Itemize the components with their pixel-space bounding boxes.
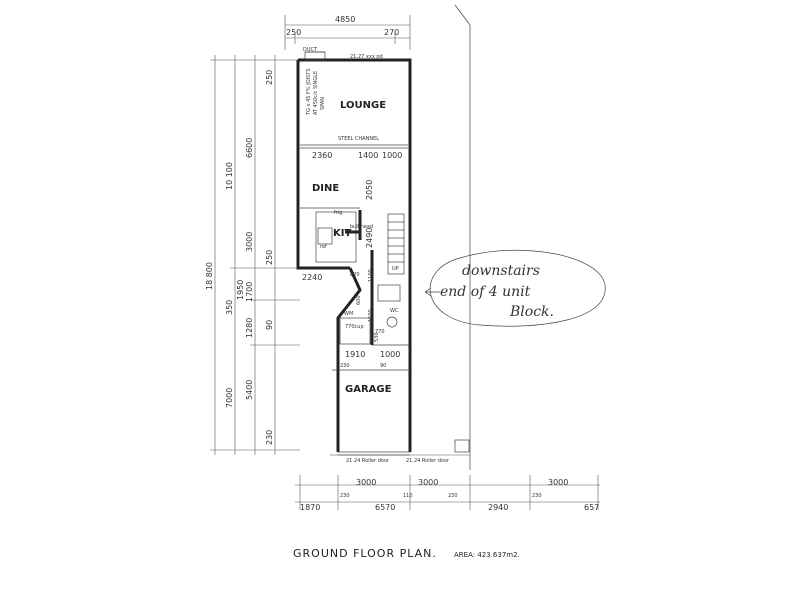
dim-top-left: 250: [286, 28, 301, 37]
label-duct: DUCT: [303, 47, 318, 53]
label-cup: 770cup: [345, 324, 364, 330]
building-walls: [296, 51, 470, 456]
label-roller-left: 21.24 Roller door: [346, 458, 390, 464]
room-wc: WC: [390, 308, 399, 314]
dim-2050: 2050: [365, 180, 374, 200]
dim-2360: 2360: [312, 151, 332, 160]
dim-1100: 1100: [368, 269, 374, 282]
dim-bottom-110: 110: [403, 493, 413, 499]
dim-250-mid: 250: [265, 250, 274, 265]
room-kit: KIT: [333, 228, 351, 239]
left-dimension-group: 18 800 10 100 350 7000 6600 3000 1950 17…: [205, 55, 300, 455]
arrow-icon: [424, 287, 440, 297]
dim-1500: 1500: [368, 309, 374, 322]
dim-6600: 6600: [245, 138, 254, 158]
dim-3000: 3000: [245, 232, 254, 252]
dim-overall-width: 4850: [335, 15, 355, 24]
label-joists-2: AT 450c/c SINGLE: [313, 71, 319, 115]
label-joists: TG x 45 F% JOISTS: [306, 68, 312, 116]
label-up: UP: [392, 266, 399, 272]
note-line-2: end of 4 unit: [440, 284, 531, 300]
label-ref: ref: [320, 244, 327, 250]
dim-1000b: 1000: [380, 350, 400, 359]
dim-7000: 7000: [225, 388, 234, 408]
dim-total-length: 18 800: [205, 262, 214, 290]
note-line-3: Block.: [509, 304, 554, 320]
note-line-1: downstairs: [462, 263, 540, 279]
dim-250-top: 250: [265, 70, 274, 85]
dim-530: 530: [374, 332, 380, 342]
dim-bottom-230-b: 230: [448, 493, 458, 499]
plan-title: GROUND FLOOR PLAN.: [293, 547, 437, 560]
dim-1400: 1400: [358, 151, 378, 160]
dim-90-left: 90: [265, 320, 274, 330]
room-garage: GARAGE: [345, 384, 392, 395]
dim-600: 600: [356, 295, 362, 305]
dim-2490: 2490: [365, 228, 374, 248]
room-lounge: LOUNGE: [340, 100, 386, 111]
dim-top-right: 270: [384, 28, 399, 37]
handwritten-note: downstairs end of 4 unit Block.: [424, 249, 606, 327]
dim-90-garage: 90: [380, 363, 386, 369]
label-frig: frig: [334, 210, 342, 216]
dim-770: 770: [375, 329, 385, 335]
dim-350: 350: [225, 300, 234, 315]
plan-area: AREA: 423.637m2.: [454, 551, 520, 559]
bottom-dimension-group: 230 3000 110 3000 230 230 3000 1870 6570…: [295, 475, 600, 512]
dim-1700: 1700: [245, 282, 254, 302]
dim-5400: 5400: [245, 380, 254, 400]
dim-230-left: 230: [265, 430, 274, 445]
dim-2127: 21.27 xxx pd: [350, 54, 383, 60]
label-steel-channel: STEEL CHANNEL: [338, 136, 379, 142]
dim-bottom-2940: 2940: [488, 503, 508, 512]
label-wm: WM: [344, 311, 353, 317]
dim-bottom-657: 657: [584, 503, 599, 512]
dim-820: 820: [350, 272, 360, 278]
dim-bottom-1870: 1870: [300, 503, 320, 512]
dim-1000a: 1000: [382, 151, 402, 160]
dim-bottom-3000-b: 3000: [418, 478, 438, 487]
label-bulkhead: bulkhead: [350, 224, 373, 230]
dim-10100: 10 100: [225, 162, 234, 190]
dim-1950: 1950: [236, 280, 245, 300]
label-roller-right: 21.24 Roller door: [406, 458, 450, 464]
page-edge-line: [454, 4, 471, 26]
dim-2240: 2240: [302, 273, 322, 282]
room-dine: DINE: [312, 183, 339, 194]
dim-1910: 1910: [345, 350, 365, 359]
top-dimension-group: 4850 250 270: [284, 15, 411, 50]
label-joists-3: SPAN: [320, 97, 326, 110]
dim-bottom-230-c: 230: [532, 493, 542, 499]
dim-1280: 1280: [245, 318, 254, 338]
dim-bottom-230-a: 230: [340, 493, 350, 499]
dim-bottom-6570: 6570: [375, 503, 395, 512]
dim-230-garage: 230: [340, 363, 350, 369]
dim-bottom-3000-a: 3000: [356, 478, 376, 487]
dim-bottom-3000-c: 3000: [548, 478, 568, 487]
